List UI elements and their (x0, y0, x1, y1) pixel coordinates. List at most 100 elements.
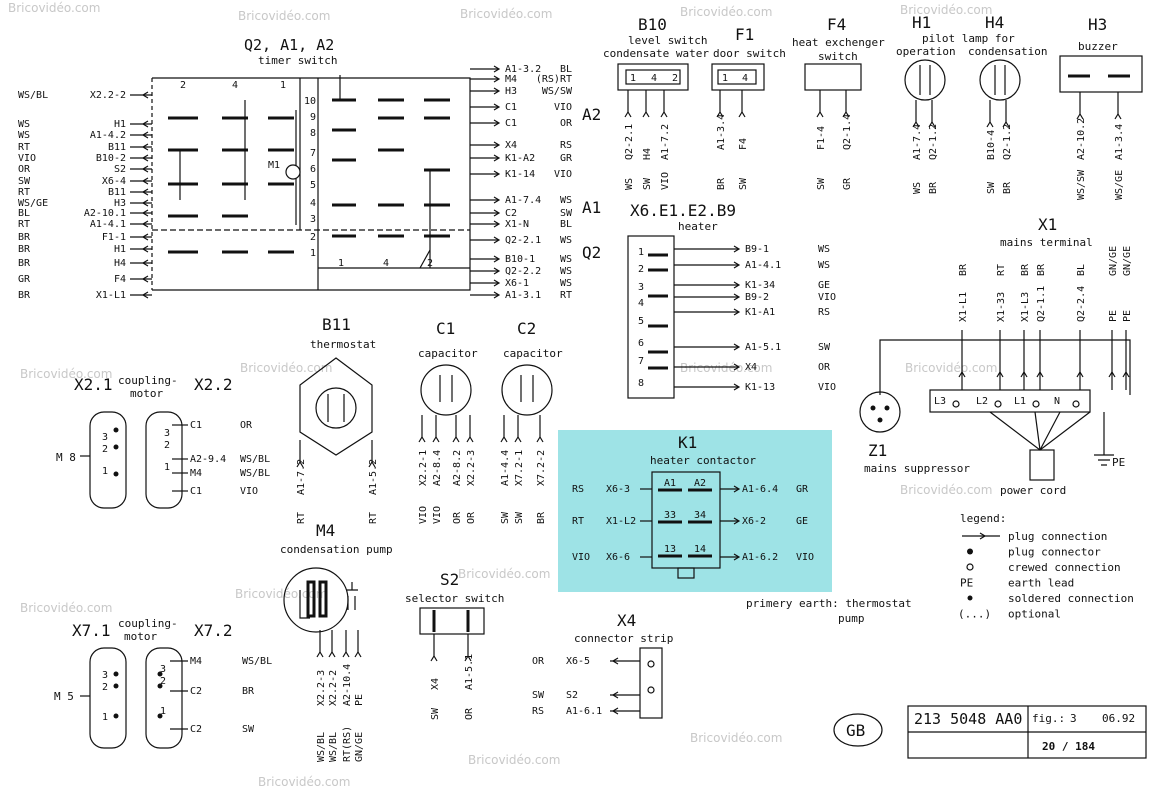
plug-connection-icon (141, 233, 149, 241)
x4-code: X4 (617, 611, 636, 630)
x6-color: VIO (818, 292, 836, 303)
document-number: 213 5048 AA0 (914, 710, 1022, 728)
q2-right-terminal: C1 (505, 102, 517, 113)
x2-color: VIO (240, 486, 258, 497)
watermark: Bricovidéo.com (690, 731, 782, 745)
h4-terminal-label: B10-4 (986, 130, 997, 160)
x6-color: SW (818, 342, 831, 353)
f4-color-label: SW (816, 177, 827, 190)
x71-plug (89, 647, 127, 749)
c1-terminal-label: X2.2-1 (418, 450, 429, 486)
x1-wire-terminal: X1-33 (996, 292, 1007, 322)
x7-color: WS/BL (242, 656, 272, 667)
q2-row-number: 8 (310, 128, 316, 139)
plug-connection-icon (141, 154, 149, 162)
x6-pin: 1 (638, 247, 644, 258)
q2-right-terminal: H3 (505, 86, 517, 97)
plug-connection-icon (493, 75, 501, 83)
x6-color: WS (818, 244, 830, 255)
x22-pin: 2 (164, 440, 170, 451)
s2-code: S2 (440, 570, 459, 589)
q2-right-terminal: C1 (505, 118, 517, 129)
q2-row-number: 7 (310, 148, 316, 159)
watermark: Bricovidéo.com (905, 361, 997, 375)
x1-wire-terminal: PE (1122, 310, 1133, 322)
x1-subtitle: mains terminal (1000, 236, 1093, 249)
h4-color-label: BR (1002, 181, 1013, 194)
k1-tab (677, 567, 695, 579)
h1-color-label: BR (928, 181, 939, 194)
figure-date: 06.92 (1102, 712, 1135, 725)
x6-terminal: K1-34 (745, 280, 775, 291)
q2-right-terminal: A1-3.1 (505, 290, 541, 301)
x1-terminal: L3 (934, 396, 946, 407)
s2-color-label: OR (464, 707, 475, 720)
m4-terminal-label: X2.2-3 (316, 670, 327, 706)
plug-connection-icon (986, 120, 994, 128)
q2-left-color: SW (18, 176, 31, 187)
watermark: Bricovidéo.com (8, 1, 100, 15)
x1-color: BR (1036, 263, 1047, 276)
x1-terminal: L2 (976, 396, 988, 407)
plug-connection-icon (141, 259, 149, 267)
plug-connection-icon (996, 370, 1004, 378)
motor-m1-symbol (285, 164, 301, 180)
b10-terminal-label: Q2-2.1 (624, 124, 635, 160)
x6-color: VIO (818, 382, 836, 393)
plug-connection-icon (733, 245, 741, 253)
c2-subtitle: capacitor (503, 347, 563, 360)
q2-left-terminal: X6-4 (102, 176, 126, 187)
q2-row-number: 5 (310, 180, 316, 191)
plug-connection-icon (611, 707, 619, 715)
x6-pin: 2 (638, 264, 644, 275)
x7-color: SW (242, 724, 255, 735)
q2-bottom-number: 1 (338, 258, 344, 269)
x6-code: X6.E1.E2.B9 (630, 201, 736, 220)
q2-right-color: (RS)RT (536, 74, 572, 85)
plug-connection-icon (912, 120, 920, 128)
pe-label: PE (1112, 456, 1125, 469)
capacitor-c1: C1 capacitor X2.2-1VIOA2-8.4VIOA2-8.2ORX… (418, 319, 478, 524)
legend-item-label: plug connector (1008, 546, 1101, 559)
x6-terminal: K1-13 (745, 382, 775, 393)
screw-terminal (1072, 400, 1080, 408)
h4-code: H4 (985, 13, 1004, 32)
plug-connection-icon (1076, 370, 1084, 378)
q2-right-terminal: Q2-2.1 (505, 235, 541, 246)
screw-terminal (1032, 400, 1040, 408)
q2-row-number: 10 (304, 96, 316, 107)
f4-terminal-label: F1-4 (816, 126, 827, 150)
x6-color: WS (818, 260, 830, 271)
title-block: GB 213 5048 AA0 fig.: 3 06.92 20 / 184 (833, 705, 1147, 759)
plug-connection-icon (733, 261, 741, 269)
plug-connection-icon (1108, 370, 1116, 378)
h3-color-label: WS/GE (1114, 170, 1125, 200)
q2-right-color: VIO (554, 169, 572, 180)
watermark: Bricovidéo.com (258, 775, 350, 789)
figure-number: 3 (1070, 712, 1077, 725)
plug-connection-icon (141, 199, 149, 207)
plug-connection-icon (493, 279, 501, 287)
x6-color: OR (818, 362, 831, 373)
plug-connector-pin (157, 683, 163, 689)
x2-motor-label: M 8 (56, 451, 76, 464)
plug-connection-icon (493, 267, 501, 275)
q2-left-color: WS (18, 119, 30, 130)
plug-connection-icon (733, 343, 741, 351)
plug-connection-icon (141, 91, 149, 99)
plug-connection-icon (316, 650, 324, 658)
x1-terminal: N (1054, 396, 1060, 407)
z1-symbol (859, 391, 901, 433)
x1-color: BL (1076, 264, 1087, 276)
f1-color-label: BR (716, 177, 727, 190)
plug-connection-icon (733, 383, 741, 391)
watermark: Bricovidéo.com (468, 753, 560, 767)
